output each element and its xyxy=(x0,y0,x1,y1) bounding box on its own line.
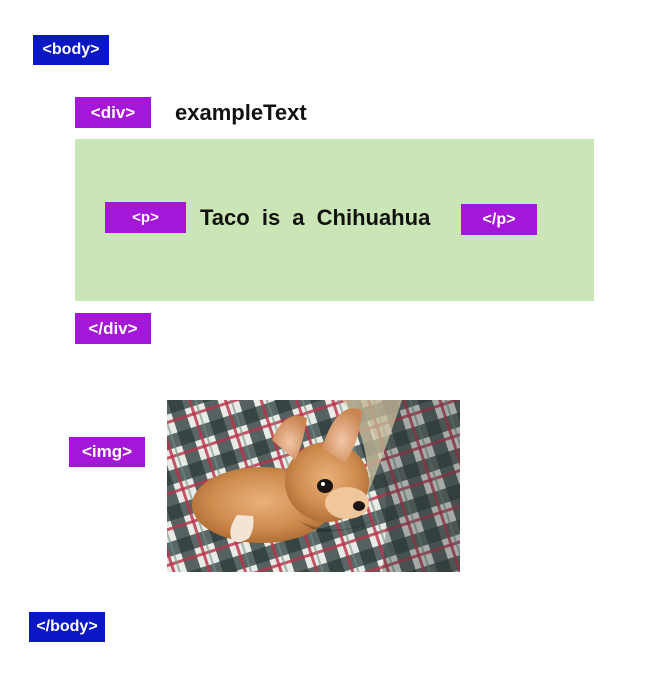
p-close-tag: </p> xyxy=(461,204,537,235)
chihuahua-photo-icon xyxy=(167,400,460,572)
p-open-tag: <p> xyxy=(105,202,186,233)
img-tag: <img> xyxy=(69,437,145,467)
div-close-tag: </div> xyxy=(75,313,151,344)
paragraph-text: Taco is a Chihuahua xyxy=(200,205,431,230)
div-name-label: exampleText xyxy=(175,100,307,125)
body-open-tag: <body> xyxy=(33,35,109,65)
body-close-tag: </body> xyxy=(29,612,105,642)
div-open-tag: <div> xyxy=(75,97,151,128)
